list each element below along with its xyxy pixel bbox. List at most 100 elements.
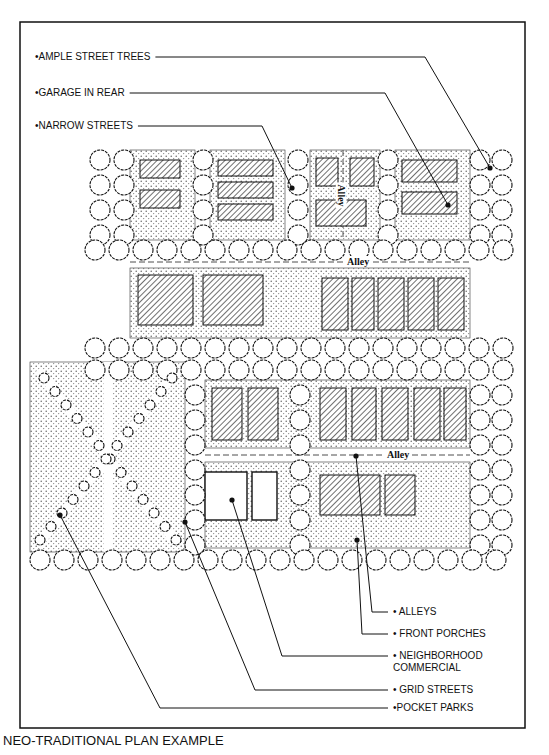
alley-label: Alley <box>345 256 371 267</box>
street-tree <box>114 200 134 220</box>
street-tree <box>325 338 345 358</box>
alley-label: Alley <box>385 449 411 460</box>
street-tree <box>68 495 78 505</box>
house <box>350 158 374 186</box>
callout-dot <box>354 537 359 542</box>
street-tree <box>174 550 194 570</box>
caption: NEO-TRADITIONAL PLAN EXAMPLE <box>3 733 224 748</box>
street-tree <box>126 550 146 570</box>
lot-ground <box>130 150 195 240</box>
house <box>140 160 180 178</box>
leader-line <box>130 93 448 205</box>
leader-line <box>185 522 388 690</box>
house <box>385 475 415 515</box>
street-tree <box>486 550 506 570</box>
street-tree <box>185 385 205 405</box>
lot-ground <box>205 462 470 548</box>
house <box>352 388 376 440</box>
street-tree <box>205 338 225 358</box>
street-tree <box>160 522 170 532</box>
house <box>444 388 466 440</box>
street-tree <box>253 338 273 358</box>
street-tree <box>39 373 49 383</box>
street-tree <box>445 240 465 260</box>
street-tree <box>78 550 98 570</box>
street-tree <box>85 338 105 358</box>
street-tree <box>205 240 225 260</box>
house <box>248 388 278 440</box>
street-tree <box>318 550 338 570</box>
callout-label: • NEIGHBORHOOD COMMERCIAL <box>392 650 486 674</box>
street-tree <box>469 338 489 358</box>
street-tree <box>145 400 155 410</box>
street-tree <box>342 550 362 570</box>
street-tree <box>470 410 490 430</box>
street-tree <box>253 360 273 380</box>
street-tree <box>349 360 369 380</box>
street-tree <box>301 240 321 260</box>
leader-line <box>357 540 388 634</box>
callout-label: •POCKET PARKS <box>392 702 474 714</box>
lot-ground <box>30 362 185 552</box>
street-tree <box>114 150 134 170</box>
alley-line <box>130 262 470 263</box>
street-tree <box>470 175 490 195</box>
street-tree <box>85 360 105 380</box>
street-tree <box>493 240 513 260</box>
callout-label: • ALLEYS <box>392 606 438 618</box>
street-tree <box>378 175 398 195</box>
alley-line <box>205 455 470 456</box>
street-tree <box>133 360 153 380</box>
street-tree <box>290 460 310 480</box>
street-tree <box>79 481 89 491</box>
house <box>212 388 242 440</box>
street-tree <box>114 175 134 195</box>
street-tree <box>157 338 177 358</box>
street-tree <box>90 200 110 220</box>
street-tree <box>133 338 153 358</box>
street-tree <box>492 460 512 480</box>
street-tree <box>90 468 100 478</box>
street-tree <box>378 200 398 220</box>
callout-label: •GARAGE IN REAR <box>34 87 126 99</box>
street-tree <box>469 360 489 380</box>
street-tree <box>492 410 512 430</box>
street-tree <box>438 550 458 570</box>
street-tree <box>102 550 122 570</box>
street-tree <box>462 550 482 570</box>
lot-ground <box>395 150 470 240</box>
leader-line <box>138 126 292 188</box>
street-tree <box>470 510 490 530</box>
street-tree <box>229 338 249 358</box>
street-tree <box>157 240 177 260</box>
street-tree <box>492 435 512 455</box>
house <box>438 278 464 330</box>
leader-line <box>60 515 388 708</box>
street-tree <box>290 410 310 430</box>
street-tree <box>83 427 93 437</box>
street-tree <box>229 240 249 260</box>
street-tree <box>46 522 56 532</box>
callout-label: • GRID STREETS <box>392 684 474 696</box>
frame <box>20 22 525 728</box>
street-tree <box>469 240 489 260</box>
street-tree <box>301 360 321 380</box>
street-tree <box>492 200 512 220</box>
street-tree <box>133 240 153 260</box>
lot-ground <box>310 150 380 240</box>
leader-line <box>155 57 490 168</box>
street-tree <box>290 485 310 505</box>
street-tree <box>290 435 310 455</box>
street-tree <box>470 150 490 170</box>
callout-dot <box>445 202 450 207</box>
house <box>378 278 404 330</box>
callout-dot <box>182 519 187 524</box>
street-tree <box>72 414 82 424</box>
street-tree <box>290 510 310 530</box>
street-tree <box>349 338 369 358</box>
street-tree <box>90 150 110 170</box>
street-tree <box>167 373 177 383</box>
street-tree <box>414 550 434 570</box>
street-tree <box>138 495 148 505</box>
street-tree <box>445 338 465 358</box>
